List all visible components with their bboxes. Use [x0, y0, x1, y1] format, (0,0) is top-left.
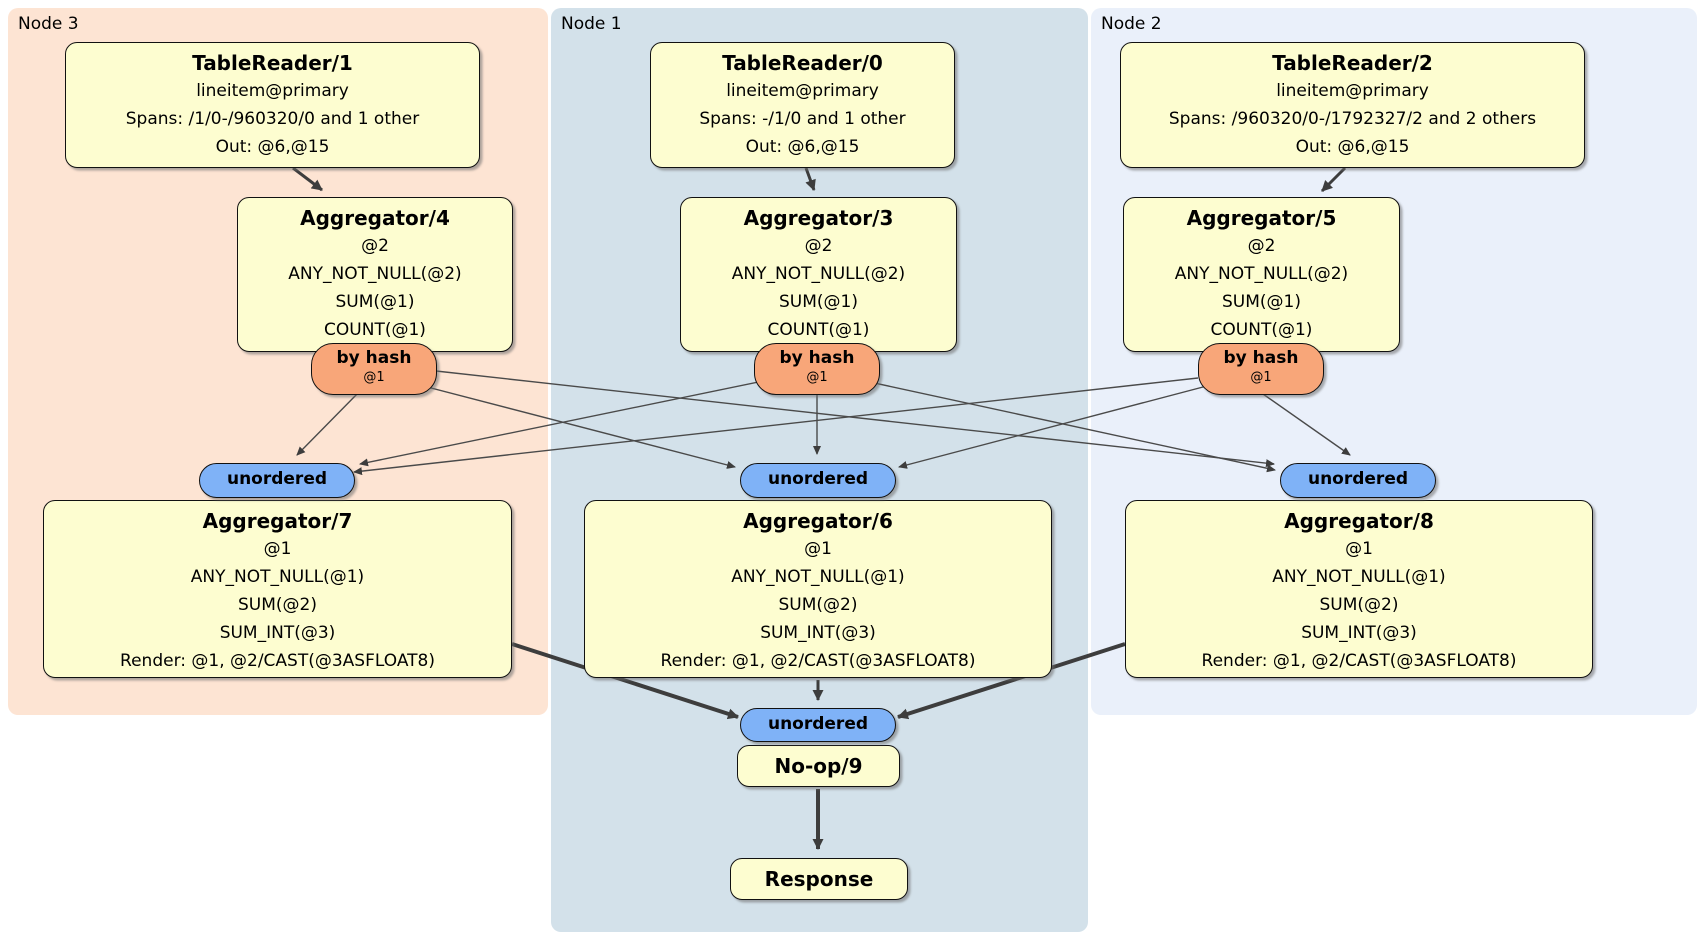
processor-detail: SUM(@1): [335, 292, 415, 312]
edge-hash3-unordered8: [855, 378, 1276, 473]
processor-response: Response: [730, 858, 908, 900]
router-label: by hash: [336, 348, 412, 368]
edge-hash5-unordered7: [353, 377, 1199, 476]
processor-detail: @1: [1345, 539, 1373, 559]
edge-tr2-agg5: [1320, 166, 1347, 193]
processor-detail: Render: @1, @2/CAST(@3ASFLOAT8): [660, 651, 976, 671]
router-by-hash-5: by hash @1: [1198, 343, 1324, 395]
processor-detail: Out: @6,@15: [1295, 137, 1410, 157]
processor-title: No-op/9: [774, 754, 863, 778]
processor-detail: COUNT(@1): [1210, 320, 1313, 340]
processor-detail: Render: @1, @2/CAST(@3ASFLOAT8): [1201, 651, 1517, 671]
processor-detail: @2: [361, 236, 389, 256]
processor-detail: lineitem@primary: [196, 81, 349, 101]
edge-hash5-unordered6: [898, 381, 1223, 469]
processor-title: Aggregator/3: [743, 206, 894, 230]
processor-detail: SUM(@2): [238, 595, 317, 615]
region-label-node-1: Node 1: [561, 14, 622, 34]
processor-detail: SUM_INT(@3): [219, 623, 336, 643]
processor-detail: Render: @1, @2/CAST(@3ASFLOAT8): [120, 651, 435, 671]
processor-detail: Spans: /1/0-/960320/0 and 1 other: [125, 109, 420, 129]
edge-hash4-unordered7: [296, 390, 361, 456]
router-by-hash-4: by hash @1: [311, 343, 437, 395]
edge-agg7-unordered9: [511, 642, 739, 720]
region-label-node-3: Node 3: [18, 14, 79, 34]
router-hash-column: @1: [1250, 370, 1272, 385]
processor-detail: SUM(@2): [1319, 595, 1399, 615]
processor-title: Aggregator/6: [743, 509, 893, 533]
router-label: by hash: [1223, 348, 1299, 368]
processor-aggregator-7: Aggregator/7 @1 ANY_NOT_NULL(@1) SUM(@2)…: [43, 500, 512, 678]
processor-detail: Spans: -/1/0 and 1 other: [699, 109, 906, 129]
region-label-node-2: Node 2: [1101, 14, 1162, 34]
edge-hash4-unordered8: [435, 370, 1275, 468]
processor-detail: ANY_NOT_NULL(@2): [288, 264, 462, 284]
router-label: by hash: [779, 348, 855, 368]
processor-detail: @1: [263, 539, 292, 559]
processor-title: TableReader/1: [192, 51, 353, 75]
processor-detail: SUM(@2): [778, 595, 858, 615]
processor-title: Aggregator/7: [202, 509, 353, 533]
processor-detail: lineitem@primary: [1276, 81, 1429, 101]
stream-unordered-7: unordered: [199, 463, 355, 498]
processor-tablereader-2: TableReader/2 lineitem@primary Spans: /9…: [1120, 42, 1585, 168]
processor-detail: SUM(@1): [779, 292, 858, 312]
stream-unordered-9: unordered: [740, 708, 896, 742]
processor-detail: ANY_NOT_NULL(@2): [731, 264, 906, 284]
router-by-hash-3: by hash @1: [754, 343, 880, 395]
processor-aggregator-6: Aggregator/6 @1 ANY_NOT_NULL(@1) SUM(@2)…: [584, 500, 1052, 678]
edge-agg8-unordered9: [897, 642, 1126, 720]
processor-detail: @1: [804, 539, 832, 559]
processor-title: Aggregator/5: [1186, 206, 1337, 230]
processor-detail: SUM_INT(@3): [1301, 623, 1417, 643]
processor-detail: SUM(@1): [1222, 292, 1301, 312]
processor-aggregator-8: Aggregator/8 @1 ANY_NOT_NULL(@1) SUM(@2)…: [1125, 500, 1593, 678]
edge-hash5-unordered8: [1262, 393, 1351, 456]
processor-aggregator-3: Aggregator/3 @2 ANY_NOT_NULL(@2) SUM(@1)…: [680, 197, 957, 352]
processor-detail: COUNT(@1): [767, 320, 870, 340]
processor-title: Aggregator/4: [300, 206, 450, 230]
processor-detail: Out: @6,@15: [745, 137, 860, 157]
processor-detail: Spans: /960320/0-/1792327/2 and 2 others: [1168, 109, 1537, 129]
processor-detail: SUM_INT(@3): [760, 623, 876, 643]
processor-tablereader-1: TableReader/1 lineitem@primary Spans: /1…: [65, 42, 480, 168]
processor-detail: ANY_NOT_NULL(@1): [190, 567, 365, 587]
processor-detail: COUNT(@1): [324, 320, 426, 340]
processor-tablereader-0: TableReader/0 lineitem@primary Spans: -/…: [650, 42, 955, 168]
edge-tr1-agg4: [292, 166, 323, 192]
processor-detail: ANY_NOT_NULL(@1): [1272, 567, 1446, 587]
processor-detail: ANY_NOT_NULL(@2): [1174, 264, 1349, 284]
edge-hash3-unordered7: [359, 377, 779, 467]
processor-detail: @2: [1247, 236, 1276, 256]
processor-title: TableReader/0: [722, 51, 883, 75]
processor-detail: lineitem@primary: [726, 81, 879, 101]
stream-unordered-8: unordered: [1280, 463, 1436, 498]
processor-aggregator-5: Aggregator/5 @2 ANY_NOT_NULL(@2) SUM(@1)…: [1123, 197, 1400, 352]
stream-unordered-6: unordered: [740, 463, 896, 498]
processor-aggregator-4: Aggregator/4 @2 ANY_NOT_NULL(@2) SUM(@1)…: [237, 197, 513, 352]
processor-title: TableReader/2: [1272, 51, 1433, 75]
router-hash-column: @1: [806, 370, 828, 385]
processor-detail: @2: [804, 236, 833, 256]
edge-hash4-unordered6: [407, 381, 736, 469]
processor-title: Aggregator/8: [1284, 509, 1434, 533]
processor-detail: ANY_NOT_NULL(@1): [731, 567, 905, 587]
processor-noop-9: No-op/9: [737, 745, 900, 787]
edge-tr0-agg3: [804, 167, 816, 191]
processor-title: Response: [764, 867, 874, 891]
processor-detail: Out: @6,@15: [215, 137, 330, 157]
router-hash-column: @1: [363, 370, 385, 385]
